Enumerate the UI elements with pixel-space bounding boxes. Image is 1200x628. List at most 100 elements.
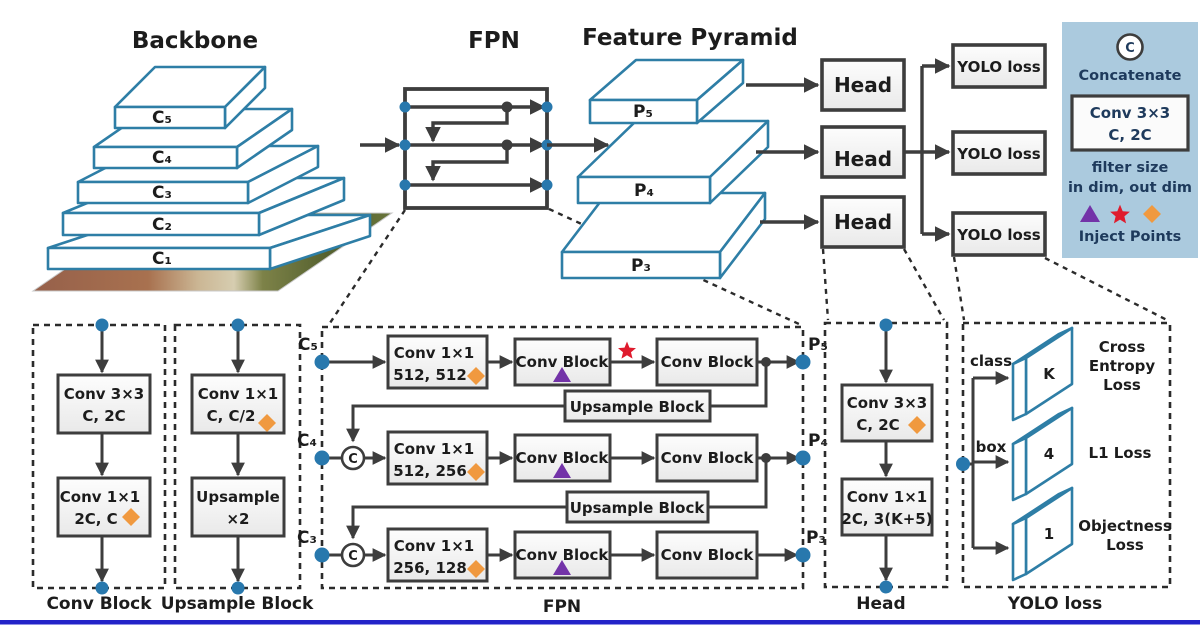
conv1x1-line1: Conv 1×1 — [60, 488, 140, 506]
p5-front-face — [588, 98, 699, 125]
inject-star-icon — [618, 341, 636, 359]
fpn-p4-node — [795, 450, 811, 466]
zoom-connector-lines — [327, 207, 1168, 327]
fpn-p5-label: P₅ — [808, 335, 828, 355]
yolo-loss-box-1 — [951, 43, 1047, 89]
concatenate-icon — [1116, 33, 1144, 61]
fpn-convblock2-row2 — [655, 433, 759, 483]
pyramid-slab-p5: P₅ — [588, 58, 745, 125]
upsample-block-detail: Conv 1×1 C, C/2 Upsample ×2 Upsample Blo… — [161, 318, 314, 614]
legend-inject-label: Inject Points — [1079, 229, 1182, 245]
fpn-upsample1-label: Upsample Block — [570, 398, 706, 416]
upsample2-out-elbow — [346, 505, 567, 540]
head-box-3 — [820, 195, 906, 249]
conv-block-caption: Conv Block — [46, 594, 152, 614]
heads-section: Head Head Head YOLO loss YOLO loss YOLO … — [746, 43, 1047, 257]
upsample-dashed-box — [173, 323, 302, 590]
inject-triangle-icon — [1080, 205, 1100, 222]
backbone-layer-label-c1: C₁ — [152, 249, 172, 269]
fpn-p5-node — [795, 354, 811, 370]
upsample2-in-elbow — [708, 458, 768, 509]
fpn-convblock1-row1-label: Conv Block — [516, 353, 610, 371]
p3-front-face — [560, 250, 722, 280]
head-label-3: Head — [834, 210, 892, 234]
fpn-convblock1-row2-label: Conv Block — [516, 449, 610, 467]
one-slab-front-strip — [1011, 516, 1028, 582]
head-out-node — [879, 580, 893, 594]
fpn-c4-node — [314, 450, 330, 466]
backbone-layer-label-c3: C₃ — [152, 183, 172, 203]
yolo-loss-label-1: YOLO loss — [956, 58, 1040, 76]
yolo-loss-box-3 — [951, 211, 1047, 257]
head-zoom-line-left — [821, 248, 830, 321]
fpn-conv-row1-line1: Conv 1×1 — [394, 344, 474, 362]
conv3x3-box — [56, 373, 152, 435]
conv3x3-line1: Conv 3×3 — [64, 385, 144, 403]
feature-pyramid-section: Feature Pyramid P₃ P₄ P₅ — [560, 25, 798, 280]
concat-circle-row2-letter: C — [348, 452, 358, 467]
fpn-c4-label: C₄ — [297, 431, 317, 451]
head-label-1: Head — [834, 73, 892, 97]
objectness-loss-line1: Objectness — [1078, 517, 1172, 535]
yolo-dashed-box — [961, 321, 1172, 589]
fpn-convblock1-row3-label: Conv Block — [516, 546, 610, 564]
fpn-c5-node — [314, 354, 330, 370]
c2-front-face — [61, 211, 261, 237]
head-zoom-line-right — [902, 248, 946, 321]
loss-zoom-line-left — [952, 256, 966, 321]
legend-filter-line2: in dim, out dim — [1068, 180, 1192, 196]
fpn-convblock2-row1-label: Conv Block — [661, 353, 755, 371]
k-slab-front-strip — [1011, 356, 1028, 422]
head-conv3x3-line2: C, 2C — [856, 416, 899, 434]
fpn-node — [399, 101, 411, 113]
legend-conv-line1: Conv 3×3 — [1090, 104, 1170, 122]
yolo-in-node — [956, 457, 970, 471]
inject-triangle-icon — [553, 463, 571, 478]
fpn-upsample2-box — [565, 490, 710, 524]
head-detail-caption: Head — [856, 594, 905, 614]
fpn-conv-row3-line2: 256, 128 — [393, 559, 467, 577]
cross-entropy-loss-line1: Cross — [1099, 338, 1146, 356]
upsample1-out-elbow — [346, 404, 565, 443]
c4-front-face — [92, 145, 239, 170]
p4-front-face — [576, 175, 712, 205]
legend-filter-line1: filter size — [1092, 160, 1169, 176]
conv-block-in-node — [95, 318, 109, 332]
fpn-mini-section: FPN — [360, 28, 610, 210]
upsample1-in-elbow — [710, 362, 768, 408]
fpn-conv-row3-line1: Conv 1×1 — [394, 537, 474, 555]
fpn-c3-label: C₃ — [297, 528, 317, 548]
head-to-loss-trunk — [904, 66, 924, 234]
cross-entropy-loss-line2: Entropy — [1089, 357, 1156, 375]
conv-block-detail: Conv 3×3 C, 2C Conv 1×1 2C, C Conv Block — [31, 318, 167, 614]
fpn-zoom-line-left — [327, 209, 406, 327]
head-conv3x3-line1: Conv 3×3 — [847, 394, 927, 412]
yolo-detail-caption: YOLO loss — [1007, 594, 1103, 614]
c5-front-face — [113, 105, 227, 130]
conv1x1-box — [56, 476, 152, 538]
backbone-layer-label-c4: C₄ — [152, 148, 172, 168]
bottom-border-line — [0, 620, 1200, 625]
fpn-topdown-elbow1 — [425, 107, 509, 143]
upsample-x2-line2: ×2 — [226, 510, 249, 528]
c1-front-face — [46, 246, 272, 271]
objectness-loss-line2: Loss — [1106, 536, 1144, 554]
backbone-title: Backbone — [132, 28, 258, 54]
fpn-p4-label: P₄ — [808, 431, 828, 451]
head-in-node — [879, 318, 893, 332]
fpn-upsample2-label: Upsample Block — [570, 499, 706, 517]
fpn-junction-dot2 — [501, 139, 513, 151]
head-label-2: Head — [834, 147, 892, 171]
inject-diamond-icon — [908, 416, 926, 434]
one-slab: 1 — [1011, 486, 1074, 582]
yolo-loss-detail: class box K 4 1 Cross Entropy Loss L1 Lo… — [956, 321, 1172, 614]
backbone-layer-label-c2: C₂ — [152, 215, 172, 235]
l1-loss-label: L1 Loss — [1089, 444, 1152, 462]
conv3x3-line2: C, 2C — [82, 407, 125, 425]
inject-star-icon — [1110, 204, 1130, 224]
pyramid-slab-p4: P₄ — [576, 119, 770, 205]
k-slab: K — [1011, 326, 1074, 422]
fpn-convblock2-row2-label: Conv Block — [661, 449, 755, 467]
legend-conv-line2: C, 2C — [1108, 126, 1151, 144]
backbone-section: Backbone C₅ C₄ C₃ C₂ — [31, 28, 394, 292]
